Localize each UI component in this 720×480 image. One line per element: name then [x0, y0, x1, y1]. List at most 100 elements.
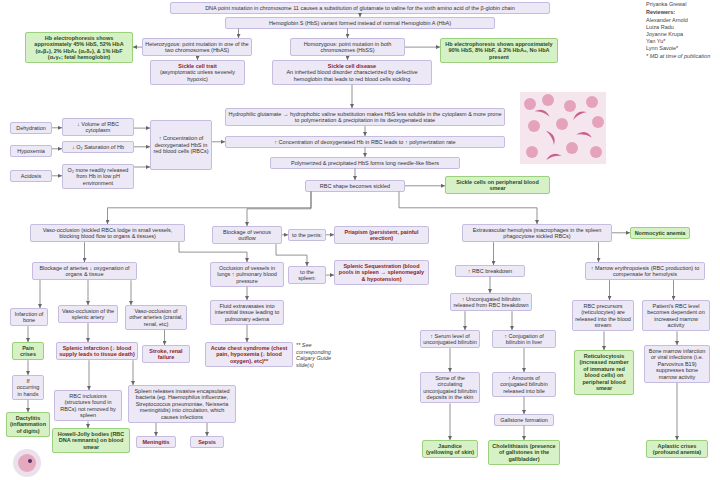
- complication-box: Acute chest syndrome (chest pain, hypoxe…: [205, 342, 293, 367]
- flow-arrow: [131, 280, 132, 305]
- flow-arrow: [133, 47, 142, 48]
- flow-arrow: [238, 29, 239, 38]
- finding-box: Reticulocytosis (increased number of imm…: [574, 350, 634, 395]
- reviewers-heading: Reviewers:: [646, 9, 718, 16]
- finding-box: Hb electrophoresis shows approximately 4…: [25, 32, 133, 63]
- condition-box: Sickle cell diseaseAn inherited blood di…: [272, 60, 432, 85]
- box-text: DNA point mutation in chromosome 11 caus…: [173, 5, 547, 12]
- box-text: If occurring in hands: [15, 378, 41, 398]
- red-cell: [542, 94, 554, 106]
- reviewer-name: Yan Yu*: [646, 38, 718, 45]
- box-text: O₂ more readily released from Hb in low …: [65, 167, 131, 187]
- smear-background: [13, 449, 41, 477]
- flow-arrow: [493, 242, 494, 265]
- flow-arrow: [524, 397, 525, 414]
- flow-arrow: [276, 244, 307, 266]
- process-box: RBC precursors (reticulocytes) are relea…: [572, 300, 634, 331]
- box-text: Acidosis: [13, 173, 49, 180]
- box-text: Blockage of venous outflow: [215, 229, 279, 242]
- sickle-cell: [546, 129, 557, 145]
- flow-arrow: [84, 242, 85, 262]
- box-text: Dactylitis (inflammation of digits): [9, 415, 47, 435]
- flow-arrow: [247, 192, 311, 226]
- flow-arrow: [405, 185, 445, 186]
- process-box: ↑ Conjugation of bilirubin in liver: [492, 330, 556, 348]
- flow-arrow: [28, 400, 29, 412]
- flow-arrow: [179, 242, 247, 262]
- box-text: Bone marrow infarction or viral infectio…: [647, 348, 707, 381]
- box-text: RBC shape becomes sickled: [308, 183, 402, 190]
- blood-smear-image: [520, 92, 606, 164]
- box-text: Homozygous: point mutation in both chrom…: [293, 41, 402, 54]
- flow-arrow: [612, 232, 630, 233]
- reviewer-name: Lynn Savoie*: [646, 45, 718, 52]
- flow-arrow: [598, 242, 599, 262]
- flow-arrow: [108, 192, 312, 224]
- box-text: Splenic infarction (↓ blood supply leads…: [59, 345, 135, 358]
- box-text: ↑ Serum level of unconjugated bilirubin: [423, 333, 477, 346]
- box-text: Hemoglobin S (HbS) variant formed instea…: [228, 20, 492, 27]
- flow-arrow: [197, 56, 198, 60]
- sickle-cell: [545, 152, 561, 160]
- flow-arrow: [247, 325, 248, 342]
- finding-box: Hb electrophoresis shows approximately 9…: [440, 38, 558, 63]
- red-cell: [524, 98, 536, 110]
- finding-box: Jaundice (yellowing of skin): [422, 440, 478, 458]
- reviewer-name: Alexander Arnold: [646, 17, 718, 24]
- flow-arrow: [88, 280, 89, 305]
- box-text: Spleen releases invasive encapsulated ba…: [131, 388, 233, 421]
- flow-arrow: [282, 234, 288, 235]
- process-box: Hypoxemia: [10, 145, 52, 157]
- process-box: Homozygous: point mutation in both chrom…: [290, 38, 405, 56]
- box-text: Sickle cell trait: [153, 63, 242, 70]
- flow-arrow: [512, 311, 513, 330]
- process-box: ↑ Amounts of conjugated bilirubin releas…: [492, 372, 556, 397]
- flow-arrow: [352, 85, 353, 108]
- process-box: ↑ Concentration of deoxygenated HbS in r…: [150, 120, 212, 170]
- box-text: Vaso-occlusion of the splenic artery: [61, 308, 115, 321]
- box-text: Hydrophilic glutamate → hydrophobic vali…: [228, 111, 502, 124]
- process-box: to the penis:: [288, 229, 326, 241]
- red-cell: [586, 96, 598, 108]
- box-text: Hb electrophoresis shows approximately 9…: [443, 41, 555, 61]
- process-box: Occlusion of vessels in lungs ↑ pulmonar…: [210, 262, 284, 287]
- process-box: Gallstone formation: [494, 414, 554, 426]
- box-text: Sickle cell disease: [275, 63, 429, 70]
- flow-arrow: [360, 14, 361, 17]
- red-cell: [590, 146, 602, 158]
- red-cell: [564, 100, 576, 112]
- box-text: Pain crises: [15, 345, 41, 358]
- flow-arrow: [524, 426, 525, 440]
- box-body: (asymptomatic unless severely hypoxic): [153, 69, 242, 82]
- condition-box: Sickle cell trait(asymptomatic unless se…: [150, 60, 245, 85]
- box-text: Heterozygous: point mutation in one of t…: [145, 41, 249, 54]
- flow-arrow: [134, 128, 150, 129]
- box-text: Vaso-occlusion of other arteries (crania…: [128, 308, 184, 328]
- flow-arrow: [28, 360, 29, 375]
- finding-box: Cholelithiasis (presence of gallstones i…: [488, 440, 560, 465]
- box-text: ↑ Conjugation of bilirubin in liver: [495, 333, 553, 346]
- box-text: ↑ Unconjugated bilirubin released from R…: [453, 296, 529, 309]
- box-text: Normocytic anemia: [633, 230, 687, 237]
- red-cell: [592, 116, 604, 128]
- flow-arrow: [677, 331, 678, 345]
- box-text: Hypoxemia: [13, 148, 49, 155]
- flow-arrow: [450, 348, 451, 372]
- process-box: Patient's RBC level becomes dependent on…: [642, 300, 710, 331]
- process-box: ↑ Serum level of unconjugated bilirubin: [420, 330, 480, 348]
- flow-arrow: [52, 148, 62, 149]
- box-text: Aplastic crises (profound anemia): [649, 443, 705, 456]
- flow-arrow: [134, 146, 150, 147]
- process-box: Fluid extravasates into interstitial tis…: [210, 300, 284, 325]
- box-text: Meningitis: [139, 439, 173, 446]
- flow-arrow: [52, 175, 62, 176]
- box-text: Some of the circulating unconjugated bil…: [423, 375, 477, 401]
- red-cell: [566, 142, 578, 154]
- flow-arrow: [88, 421, 89, 428]
- flow-arrow: [365, 126, 366, 136]
- finding-box: Howell-Jolly bodies (RBC DNA remnants) o…: [52, 428, 130, 453]
- red-cell: [556, 118, 568, 130]
- flow-arrow: [133, 360, 134, 385]
- box-text: ↓ Volume of RBC cytoplasm: [65, 121, 131, 134]
